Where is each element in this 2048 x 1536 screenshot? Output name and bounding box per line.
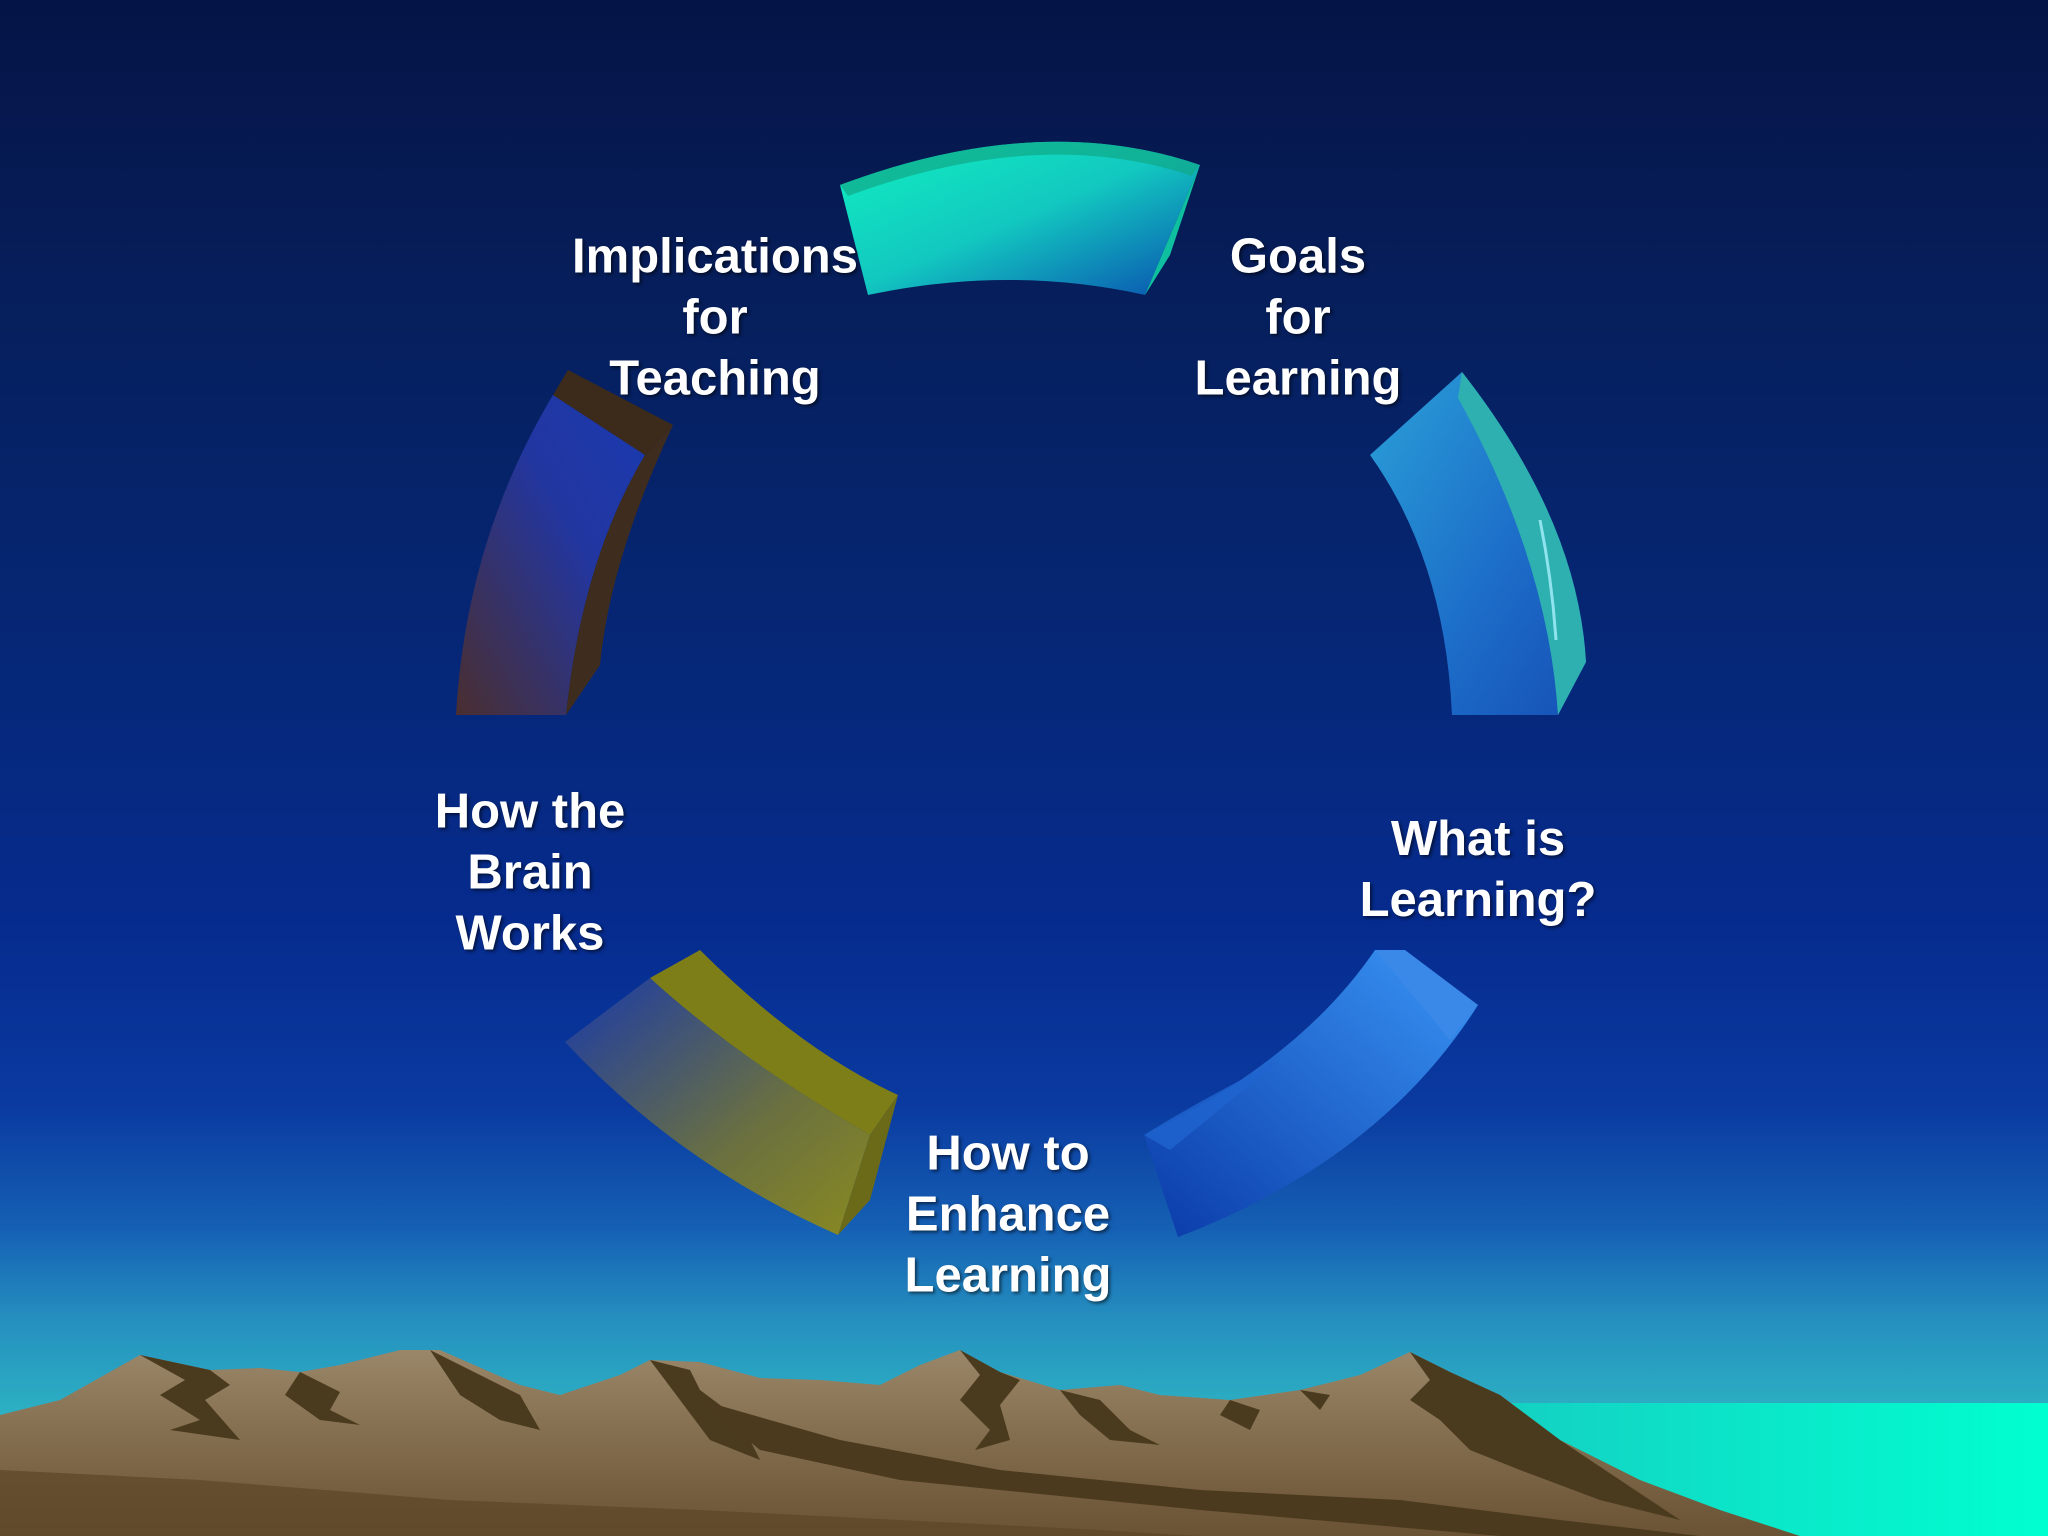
cycle-segment-left — [456, 370, 673, 715]
stage-line: Enhance — [905, 1187, 1111, 1242]
stage-line: Learning? — [1359, 873, 1597, 927]
cycle-segment-top — [840, 141, 1200, 295]
stage-line: Implications — [572, 229, 858, 284]
stage-line: for — [682, 290, 748, 345]
stage-line: Brain — [467, 845, 593, 900]
stage-line: for — [1265, 290, 1331, 345]
stage-label-enhance: How to Enhance Learning — [905, 1124, 1112, 1307]
stage-label-goals: Goals for Learning — [1195, 227, 1402, 410]
mountains — [0, 1350, 1800, 1536]
stage-line: Learning — [1194, 351, 1402, 406]
stage-label-implications: Implications for Teaching — [572, 227, 858, 410]
stage-label-what-is: What is Learning? — [1360, 809, 1597, 931]
stage-label-brain: How the Brain Works — [435, 782, 626, 965]
stage-line: Teaching — [609, 351, 821, 406]
cycle-segment-right — [1370, 372, 1586, 715]
stage-line: How the — [434, 784, 626, 839]
stage-line: Learning — [904, 1248, 1112, 1303]
stage-line: Goals — [1229, 229, 1367, 284]
stage-line: What is — [1390, 812, 1566, 866]
cycle-segment-lower-right — [1144, 950, 1478, 1237]
stage-line: Works — [455, 906, 605, 961]
cycle-segment-lower-left — [565, 950, 898, 1235]
stage-line: How to — [926, 1126, 1090, 1181]
